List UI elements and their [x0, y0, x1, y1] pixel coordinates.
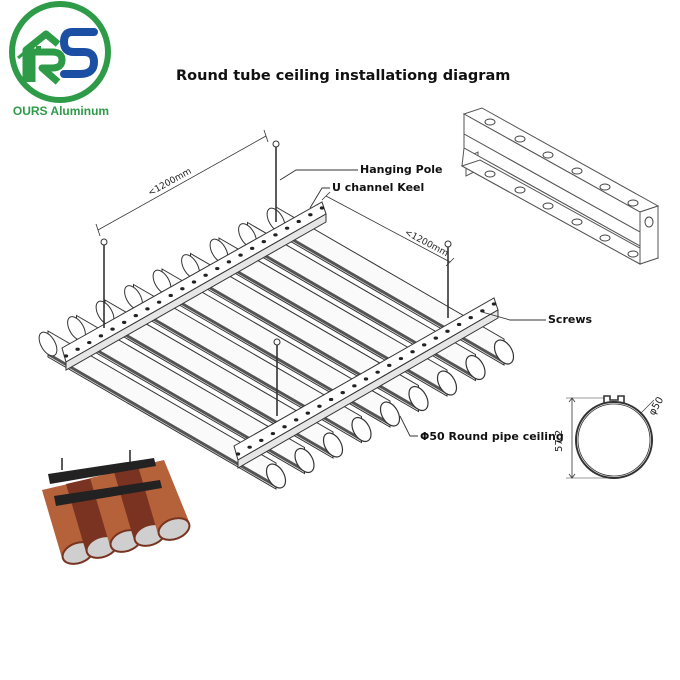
- photo-wood-tube: [138, 460, 190, 534]
- photo-wood-tube: [114, 466, 166, 540]
- keel-screw-hole: [421, 343, 427, 347]
- pipe-shading: [246, 244, 477, 379]
- keel-screw-hole: [319, 206, 325, 210]
- keel-screw-hole: [180, 287, 185, 291]
- keel-screw-hole: [305, 411, 311, 415]
- hanging-poles: [100, 140, 452, 416]
- keel-screw-hole: [261, 240, 267, 244]
- pipe-end: [408, 385, 429, 412]
- keel-screw-hole: [133, 314, 139, 318]
- keel-screw-hole: [203, 273, 208, 277]
- keel-screw-hole: [296, 219, 301, 224]
- pipe-end: [379, 401, 401, 427]
- keel-screw-hole: [87, 340, 92, 345]
- keel-screw-hole: [410, 350, 415, 354]
- keel-screw-hole: [145, 307, 150, 311]
- keel-screw-hole: [156, 300, 162, 304]
- keel-screw-hole: [456, 322, 462, 327]
- keel-screw-hole: [191, 280, 197, 284]
- keel-screw-hole: [259, 438, 264, 442]
- keel-screw-hole: [398, 356, 404, 361]
- keel-screw-hole: [226, 260, 232, 264]
- keel-screw-hole: [63, 354, 69, 358]
- keel-screw-hole: [110, 327, 115, 331]
- pipe-shading: [218, 259, 448, 395]
- keel-screw-hole: [491, 302, 497, 306]
- photo-tube-end: [157, 517, 191, 541]
- keel-screw-hole: [121, 320, 127, 324]
- screws-label: Screws: [548, 313, 593, 326]
- keel-screw-hole: [75, 347, 80, 351]
- keel-screw-hole: [168, 293, 173, 298]
- pipe-end: [294, 447, 315, 474]
- dimension-label-left: <1200mm: [147, 167, 194, 199]
- pipe-end: [493, 339, 515, 365]
- keel-screw-hole: [247, 445, 252, 449]
- dimension-label-right: <1200mm: [403, 228, 450, 259]
- u-channel-detail: [460, 107, 660, 265]
- diagram-title: Round tube ceiling installationg diagram: [176, 68, 511, 84]
- keel-screw-hole: [238, 253, 243, 257]
- keel-screw-hole: [293, 418, 299, 422]
- photo-wood-tube: [42, 484, 94, 558]
- product-photo: [36, 430, 191, 566]
- pipe-shading: [189, 275, 420, 410]
- keel-screw-hole: [98, 334, 104, 338]
- keel-screw-hole: [363, 377, 369, 381]
- keel-screw-hole: [340, 391, 345, 395]
- hanging-pole-label: Hanging Pole: [360, 163, 443, 176]
- keel-screw-hole: [317, 404, 322, 408]
- keel-screw-hole: [433, 336, 439, 340]
- keel-screw-hole: [468, 316, 473, 320]
- keel-screw-hole: [273, 233, 278, 237]
- round-pipe-label: Φ50 Round pipe ceiling: [420, 430, 564, 443]
- pipe-end: [351, 416, 372, 443]
- profile-diameter-label: φ50: [647, 395, 666, 417]
- keel-screw-hole: [352, 384, 357, 388]
- keel-screw-hole: [235, 452, 241, 456]
- keel-screw-hole: [445, 329, 450, 333]
- keel-screw-holes: [63, 206, 497, 456]
- pipe-end: [465, 354, 486, 381]
- keel-screw-hole: [282, 425, 287, 429]
- pipe-back-end: [38, 331, 58, 357]
- keel-screw-hole: [480, 309, 485, 313]
- pipe-shading: [275, 228, 505, 364]
- callout-leaders: [279, 169, 546, 437]
- pipe-cross-section: [566, 395, 655, 479]
- profile-height-label: 57.2: [554, 430, 565, 452]
- keel-screw-hole: [284, 226, 290, 230]
- u-channel-keel-label: U channel Keel: [332, 181, 425, 194]
- pipe-end: [436, 370, 458, 396]
- keel-screw-hole: [375, 370, 380, 374]
- dimension-lines: [95, 129, 455, 267]
- keel-screw-hole: [215, 266, 220, 271]
- brand-name: OURS Aluminum: [12, 104, 110, 118]
- keel-screw-hole: [387, 363, 392, 367]
- keel-screw-hole: [270, 431, 276, 436]
- pipe-end: [322, 432, 344, 458]
- keel-screw-hole: [308, 213, 313, 217]
- keel-screw-hole: [328, 397, 334, 402]
- brand-logo: [9, 1, 111, 103]
- keel-screw-hole: [249, 246, 255, 250]
- pipe-end: [265, 463, 287, 489]
